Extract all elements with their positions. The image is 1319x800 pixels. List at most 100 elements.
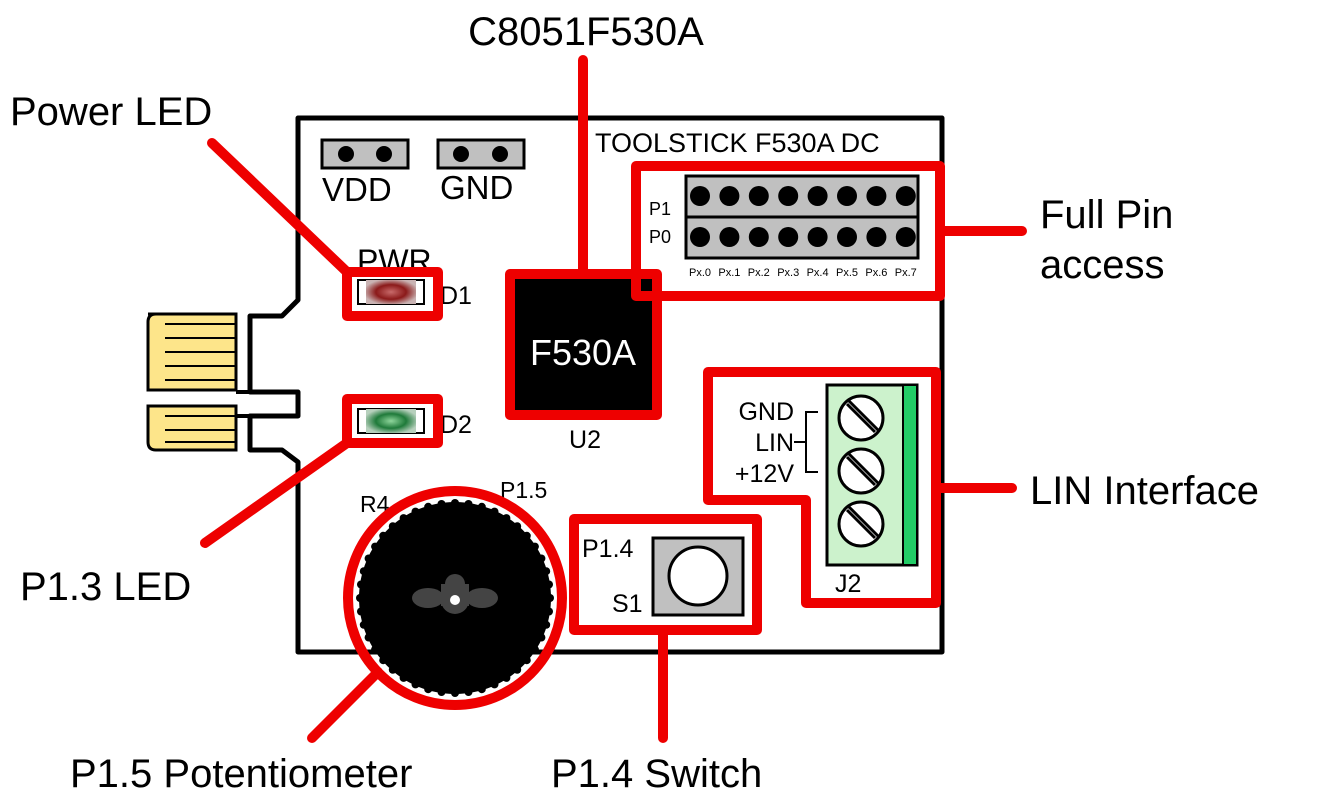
header-pin — [719, 227, 740, 247]
usb-edge-connector — [146, 312, 298, 452]
terminal-screw — [837, 500, 885, 548]
knob-tooth — [399, 673, 408, 682]
knob-tooth — [359, 620, 368, 629]
header-pin — [690, 227, 710, 247]
header-row-p0: P0 — [649, 227, 671, 247]
knob-tooth — [359, 567, 368, 576]
knob-tooth — [451, 689, 459, 697]
knob-tooth — [513, 522, 522, 531]
knob-teeth — [356, 499, 554, 697]
board-title: TOOLSTICK F530A DC — [595, 128, 880, 158]
callout-power-led: Power LED — [10, 90, 212, 134]
knob-tooth — [502, 514, 511, 523]
leader-p13-led — [200, 438, 352, 548]
knob-tooth — [371, 542, 380, 551]
knob-tooth — [356, 594, 364, 602]
callout-switch: P1.4 Switch — [551, 752, 762, 796]
j2-label: J2 — [835, 570, 861, 598]
knob-tooth — [513, 665, 522, 674]
highlights — [200, 55, 1027, 743]
pin-header — [684, 174, 920, 260]
pin-label: Px.6 — [865, 267, 887, 279]
p13-led-d2 — [357, 408, 425, 434]
knob-tooth — [379, 656, 388, 665]
header-row-p1: P1 — [649, 199, 671, 219]
header-pin — [866, 227, 887, 247]
knob-tooth — [537, 633, 546, 642]
knob-tooth — [530, 645, 539, 654]
knob-tooth — [371, 645, 380, 654]
knob-tooth — [530, 542, 539, 551]
knob-tooth — [357, 607, 365, 616]
knob-tooth — [522, 531, 531, 540]
header-pin — [748, 186, 769, 206]
terminal-bracket — [794, 411, 818, 473]
leader-power-led — [207, 138, 352, 277]
s1-label: S1 — [612, 590, 643, 618]
pin-label: Px.1 — [718, 267, 740, 279]
highlight-p13-led — [342, 394, 443, 448]
header-pin — [895, 227, 916, 247]
p14-label: P1.4 — [582, 535, 634, 563]
knob-tooth — [424, 685, 433, 694]
header-pin — [748, 227, 769, 247]
knob-tooth — [411, 680, 420, 689]
terminal-block-j2 — [825, 383, 919, 567]
pin-label: Px.2 — [748, 267, 770, 279]
terminal-12v: +12V — [735, 460, 794, 488]
knob-tooth — [477, 502, 486, 511]
callout-full-pin-2: access — [1040, 243, 1165, 287]
knob-tooth — [364, 633, 373, 642]
header-pin — [778, 227, 799, 247]
knob-tooth — [477, 685, 486, 694]
gnd-jumper — [436, 138, 526, 170]
knob-tooth — [546, 594, 554, 602]
terminal-lin: LIN — [755, 429, 794, 457]
knob-tooth — [537, 554, 546, 563]
knob-tooth — [437, 688, 446, 696]
header-pin — [837, 227, 857, 247]
knob-tooth — [399, 514, 408, 523]
knob-tooth — [545, 607, 553, 616]
knob-tooth — [388, 665, 397, 674]
knob-tooth — [379, 531, 388, 540]
header-pin — [778, 186, 799, 206]
pin-label: Px.5 — [836, 267, 858, 279]
callout-p13-led: P1.3 LED — [20, 565, 191, 609]
terminal-screw — [837, 394, 885, 442]
knob-tooth — [388, 522, 397, 531]
callout-potentiometer: P1.5 Potentiometer — [70, 752, 412, 796]
knob-tooth — [545, 580, 553, 589]
terminal-gnd: GND — [738, 398, 794, 426]
header-pin — [895, 186, 916, 206]
highlight-power-led — [342, 267, 443, 321]
pin-label: Px.0 — [689, 267, 711, 279]
header-pin — [690, 186, 710, 206]
u2-label: U2 — [569, 426, 601, 454]
vdd-jumper — [320, 138, 410, 170]
knob-tooth — [424, 502, 433, 511]
knob-tooth — [502, 673, 511, 682]
knob-tooth — [542, 620, 551, 629]
knob-tooth — [437, 500, 446, 508]
p15-label: P1.5 — [500, 477, 547, 503]
callout-full-pin-1: Full Pin — [1040, 193, 1173, 237]
pin-label: Px.3 — [777, 267, 799, 279]
pushbutton-s1 — [651, 536, 745, 617]
power-led-d1 — [357, 279, 425, 305]
highlight-lin — [703, 367, 941, 608]
knob-shaft — [412, 574, 498, 614]
header-pin — [719, 186, 740, 206]
vdd-label: VDD — [322, 171, 392, 208]
knob-tooth — [451, 499, 459, 507]
pin-label: Px.7 — [895, 267, 917, 279]
header-pins — [690, 186, 916, 247]
header-pin — [807, 227, 828, 247]
knob-tooth — [542, 567, 551, 576]
knob-tooth — [490, 680, 499, 689]
knob-tooth — [464, 500, 473, 508]
knob-tooth — [411, 507, 420, 516]
d2-label: D2 — [440, 411, 472, 439]
